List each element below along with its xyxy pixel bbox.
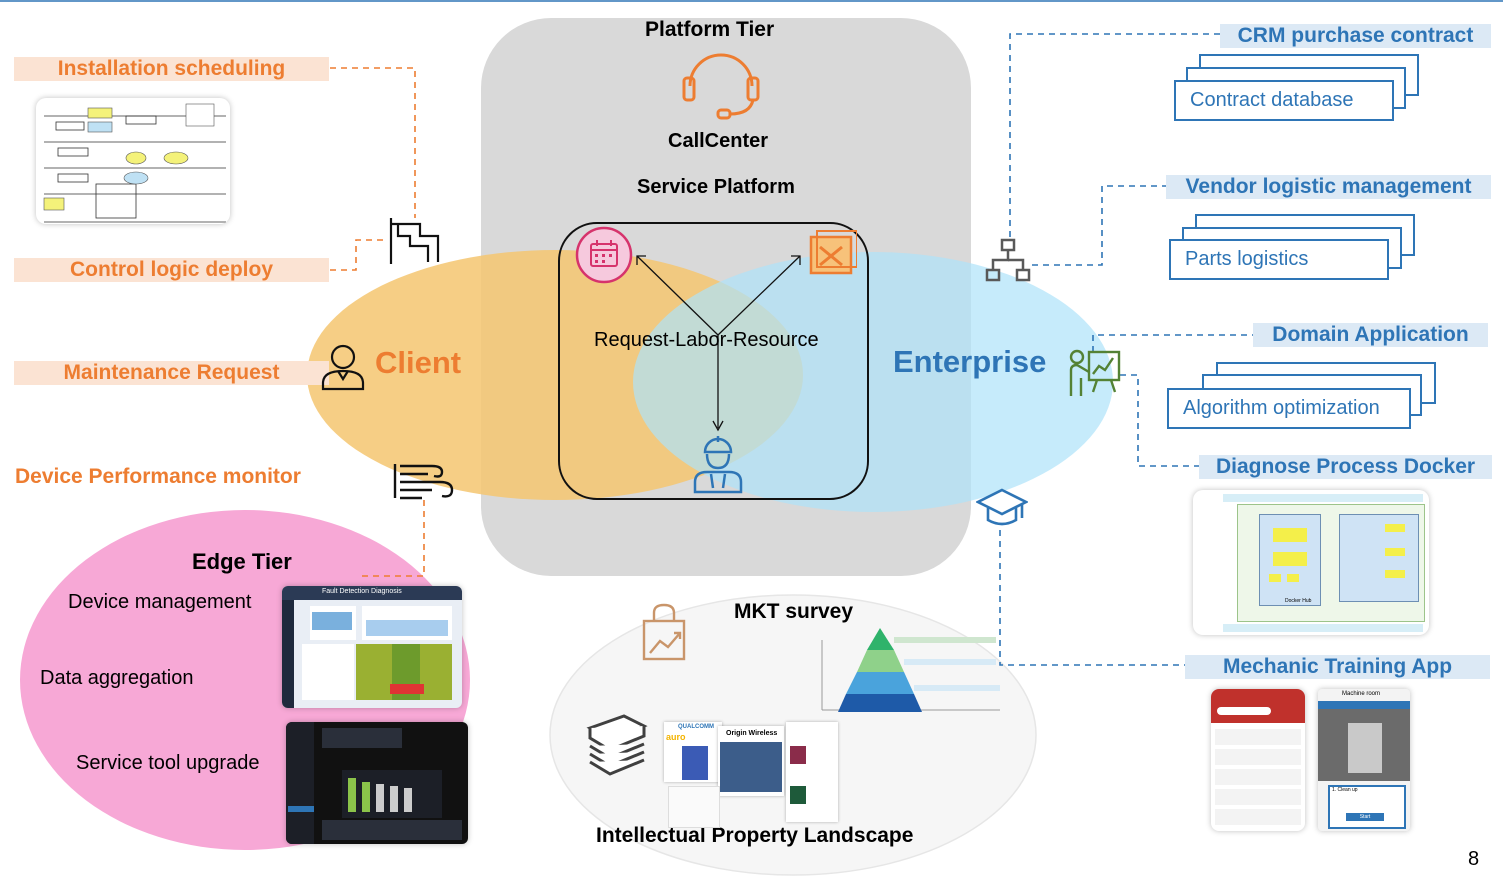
machine-room-text: Machine room: [1342, 691, 1381, 697]
shopping-bag-icon: [642, 603, 686, 661]
start-button[interactable]: Start: [1346, 813, 1384, 821]
headset-icon: [678, 50, 764, 122]
rlr-label: Request-Labor-Resource: [594, 329, 819, 351]
mechanic-training-app-label: Mechanic Training App: [1185, 655, 1490, 679]
vendor-logistic-management-label: Vendor logistic management: [1166, 175, 1491, 199]
enterprise-label: Enterprise: [893, 344, 1047, 379]
control-logic-deploy-label: Control logic deploy: [14, 258, 329, 282]
edge-tier-title: Edge Tier: [192, 549, 292, 574]
crm-purchase-contract-label: CRM purchase contract: [1220, 24, 1491, 48]
diagnose-process-docker-label: Diagnose Process Docker: [1199, 455, 1492, 479]
wind-icon: [392, 458, 456, 504]
network-icon: [984, 238, 1032, 284]
mechanic-app-phone-1: [1211, 689, 1305, 831]
calendar-icon: [575, 226, 633, 284]
rlr-arrows: [636, 255, 801, 432]
auro-text: auro: [666, 732, 686, 742]
mechanic-app-phone-2: Machine room 1. Clean up Start: [1318, 689, 1410, 831]
page-number: 8: [1468, 848, 1480, 870]
master-training-thumbnail: [286, 722, 468, 844]
callcenter-label: CallCenter: [668, 130, 769, 152]
client-label: Client: [375, 345, 462, 380]
contract-database-box: Contract database: [1174, 80, 1394, 121]
parts-logistics-box: Parts logistics: [1169, 239, 1389, 280]
docker-hub-text: Docker Hub: [1285, 598, 1312, 604]
qualcomm-text: QUALCOMM: [678, 724, 714, 730]
installation-scheduling-label: Installation scheduling: [14, 57, 329, 81]
installation-flowchart-thumbnail: [36, 98, 230, 224]
graduation-cap-icon: [975, 486, 1029, 530]
flowchart-icon: [43, 103, 226, 223]
mkt-pyramid: [821, 628, 1000, 712]
service-platform-label: Service Platform: [637, 176, 795, 198]
ip-collage: auro QUALCOMM Origin Wireless: [664, 716, 838, 828]
maintenance-request-label: Maintenance Request: [14, 361, 329, 385]
tools-icon: [805, 227, 858, 277]
service-platform-box: [558, 222, 869, 500]
books-icon: [584, 712, 648, 776]
ip-landscape-label: Intellectual Property Landscape: [596, 824, 914, 847]
client-connectors: [330, 67, 425, 577]
fault-detection-title: Fault Detection Diagnosis: [322, 588, 402, 595]
docker-architecture-thumbnail: Docker Hub: [1193, 490, 1429, 635]
device-management-label: Device management: [68, 591, 252, 613]
presenter-icon: [1067, 348, 1121, 398]
enterprise-connectors: [999, 33, 1253, 666]
enterprise-ellipse: [633, 252, 1113, 512]
worker-icon: [691, 430, 745, 494]
person-icon: [320, 343, 366, 391]
data-aggregation-label: Data aggregation: [40, 667, 194, 689]
service-tool-upgrade-label: Service tool upgrade: [76, 752, 260, 774]
device-performance-monitor-label: Device Performance monitor: [15, 465, 301, 488]
deploy-icon: [388, 216, 442, 266]
clean-up-text: 1. Clean up: [1332, 787, 1358, 793]
platform-tier-title: Platform Tier: [645, 18, 775, 41]
domain-application-label: Domain Application: [1253, 323, 1488, 347]
fault-detection-thumbnail: Fault Detection Diagnosis: [282, 586, 462, 708]
algorithm-optimization-box: Algorithm optimization: [1167, 388, 1411, 429]
mkt-survey-label: MKT survey: [734, 600, 854, 623]
origin-wireless-text: Origin Wireless: [726, 730, 778, 737]
